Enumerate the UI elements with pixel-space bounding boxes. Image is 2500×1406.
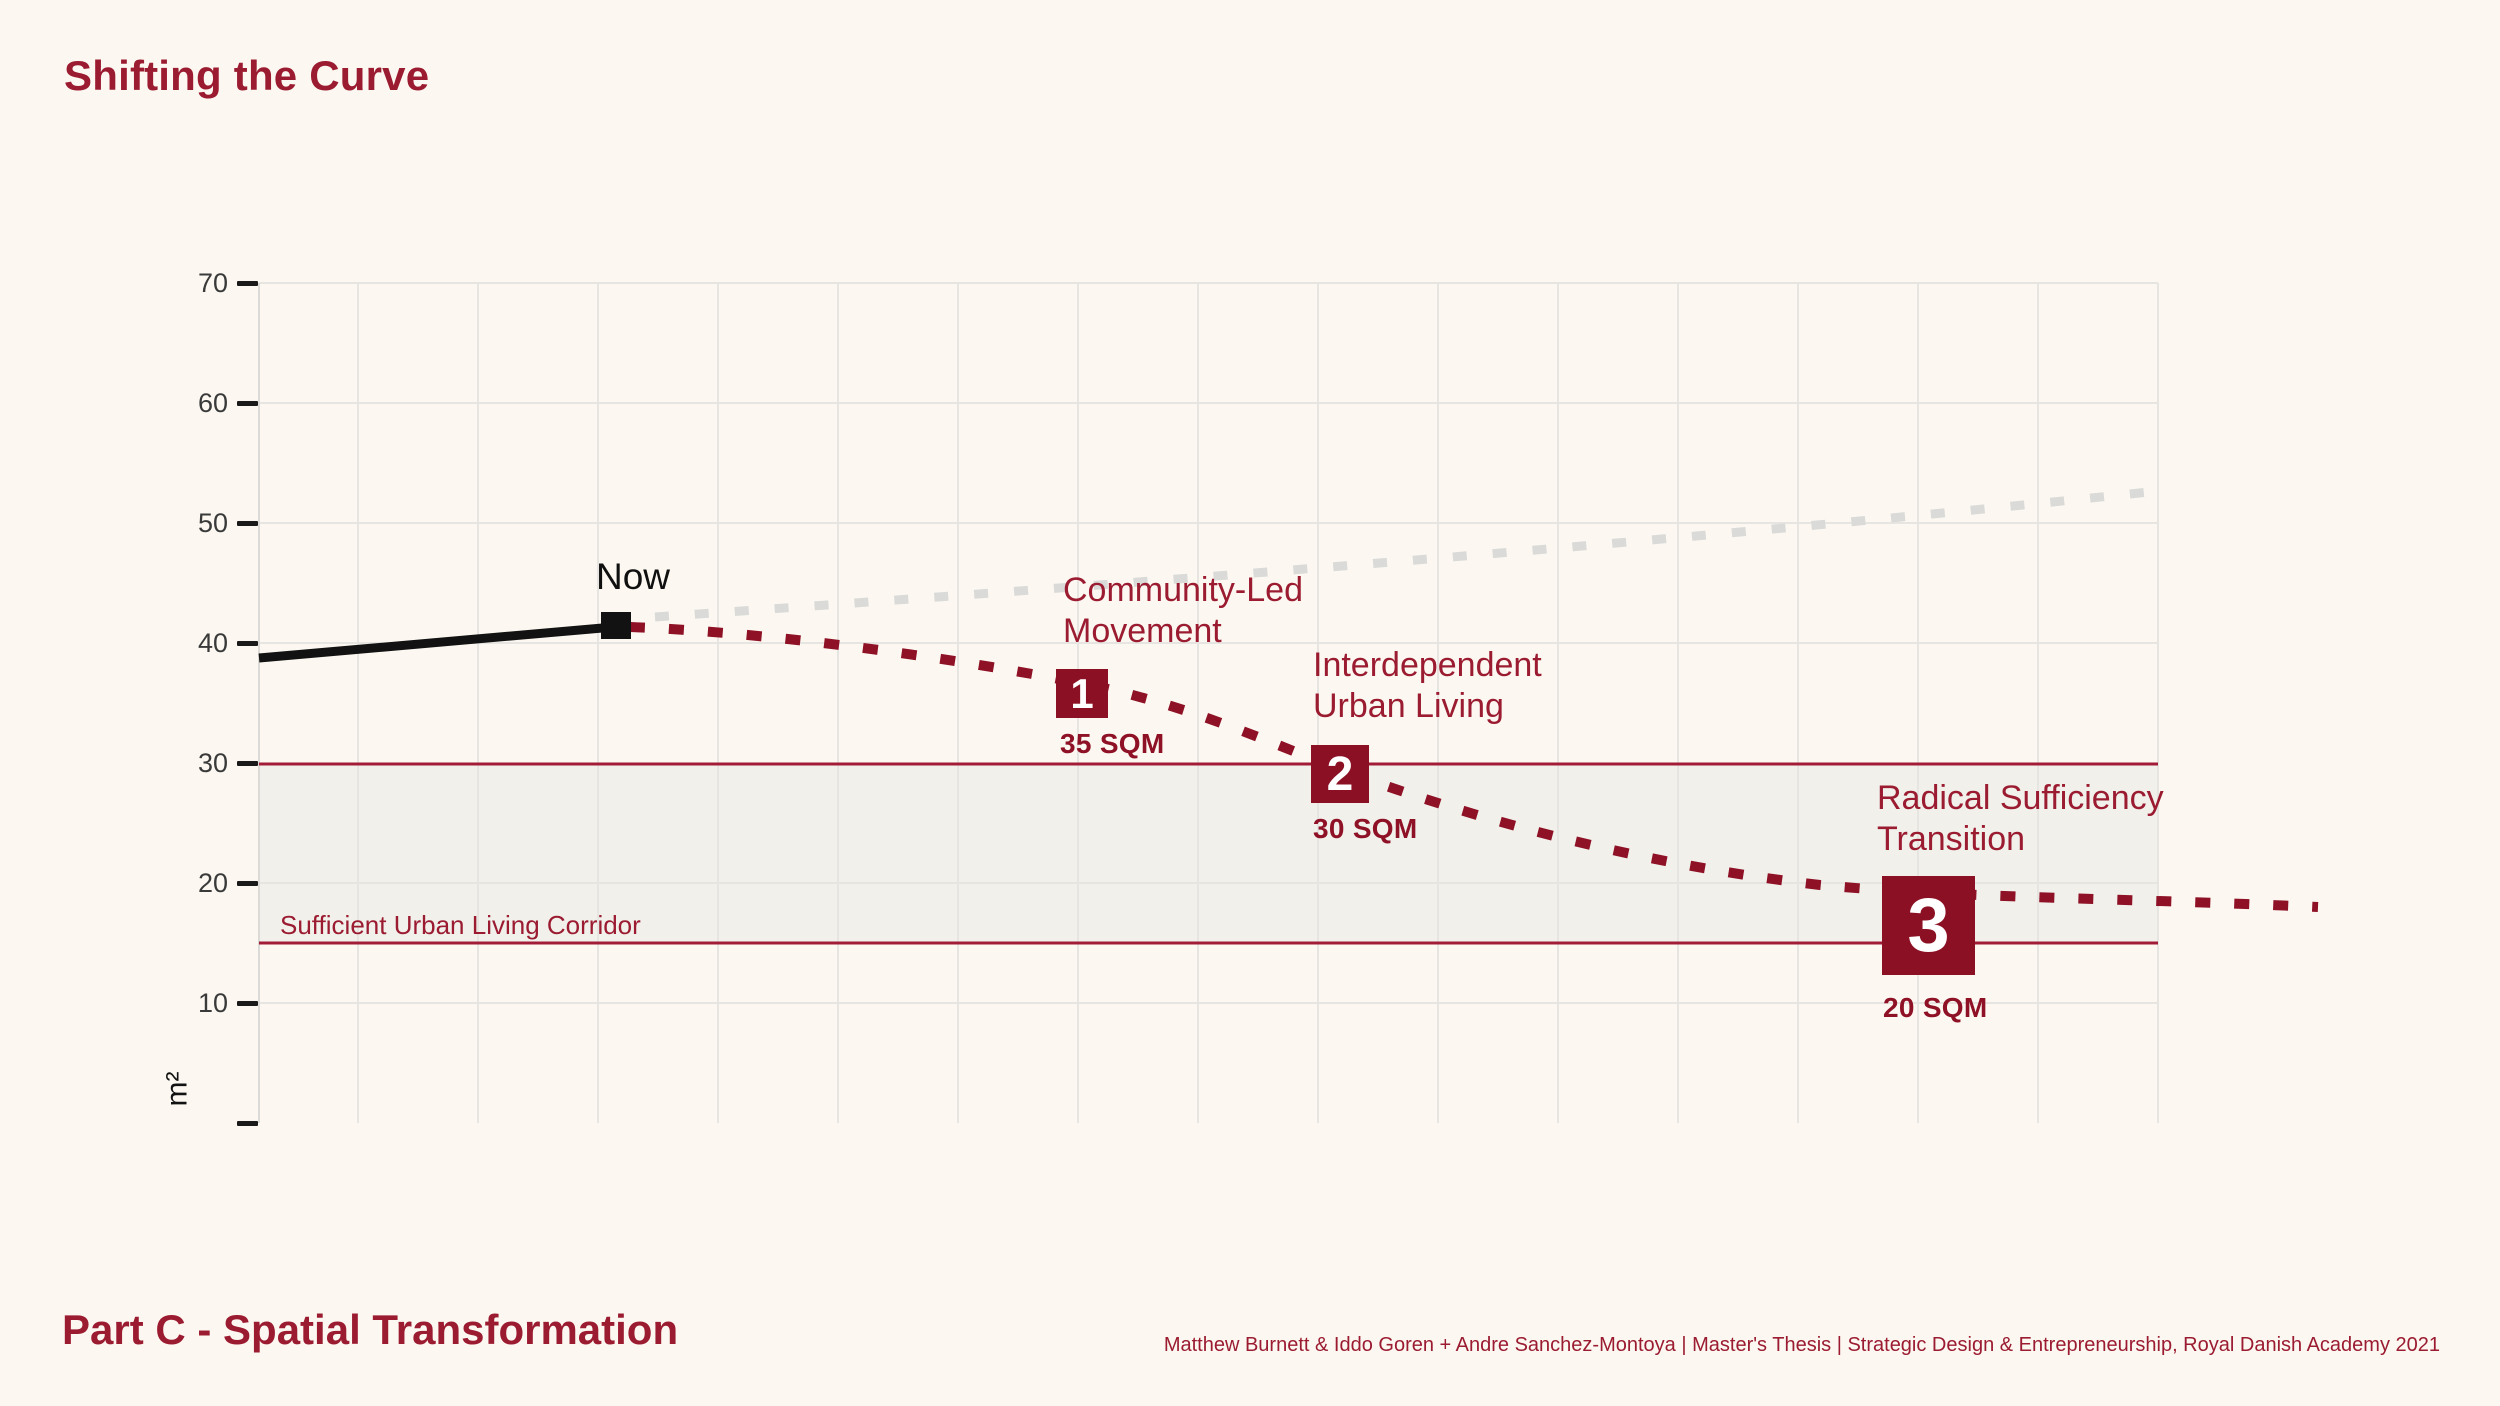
milestone-3-label-line2: Transition <box>1877 820 2026 858</box>
horizontal-gridlines <box>259 282 2158 1004</box>
ytick-40: 40 <box>197 628 228 658</box>
milestone-2-number: 2 <box>1326 747 1354 801</box>
corridor-label: Sufficient Urban Living Corridor <box>280 910 641 940</box>
milestone-1-label-line2: Movement <box>1063 612 1222 650</box>
y-axis-unit-label: m² <box>160 1071 194 1107</box>
milestone-1-marker: 1 <box>1056 669 1108 718</box>
business-as-usual-line <box>654 486 2159 622</box>
ytick-30: 30 <box>197 748 228 778</box>
tick-mark-40 <box>237 641 258 646</box>
now-marker <box>601 612 631 639</box>
milestone-1-number: 1 <box>1070 669 1094 717</box>
ytick-50: 50 <box>197 508 228 538</box>
milestone-2-sqm: 30 SQM <box>1313 813 1418 844</box>
milestone-1-label-line1: Community-Led <box>1063 571 1303 609</box>
milestone-3-sqm: 20 SQM <box>1883 992 1988 1023</box>
tick-mark-30 <box>237 761 258 766</box>
ytick-70: 70 <box>197 268 228 298</box>
tick-mark-10 <box>237 1001 258 1006</box>
milestone-3-label-line1: Radical Sufficiency <box>1877 779 2164 817</box>
now-annotation: Now <box>596 556 671 597</box>
tick-mark-50 <box>237 521 258 526</box>
milestone-1-sqm: 35 SQM <box>1060 728 1165 759</box>
milestone-2-label-line2: Urban Living <box>1313 687 1504 725</box>
milestone-3-label: Radical Sufficiency Transition <box>1877 778 2164 860</box>
tick-mark-20 <box>237 881 258 886</box>
current-trajectory-line <box>258 622 615 663</box>
milestone-3-number: 3 <box>1907 883 1950 968</box>
ytick-20: 20 <box>197 868 228 898</box>
page-title: Shifting the Curve <box>64 52 430 99</box>
milestone-1-label: Community-Led Movement <box>1063 570 1303 652</box>
tick-mark-70 <box>237 281 258 286</box>
corridor-band <box>259 764 2158 943</box>
milestone-2-label-line1: Interdependent <box>1313 646 1542 684</box>
ytick-60: 60 <box>197 388 228 418</box>
ytick-10: 10 <box>197 988 228 1018</box>
milestone-2-label: Interdependent Urban Living <box>1313 645 1542 727</box>
section-title: Part C - Spatial Transformation <box>62 1306 679 1353</box>
milestone-2-marker: 2 <box>1311 745 1369 803</box>
milestone-3-marker: 3 <box>1882 876 1975 975</box>
credit-line: Matthew Burnett & Iddo Goren + Andre San… <box>1163 1334 2440 1356</box>
tick-mark-0 <box>237 1121 258 1126</box>
tick-mark-60 <box>237 401 258 406</box>
